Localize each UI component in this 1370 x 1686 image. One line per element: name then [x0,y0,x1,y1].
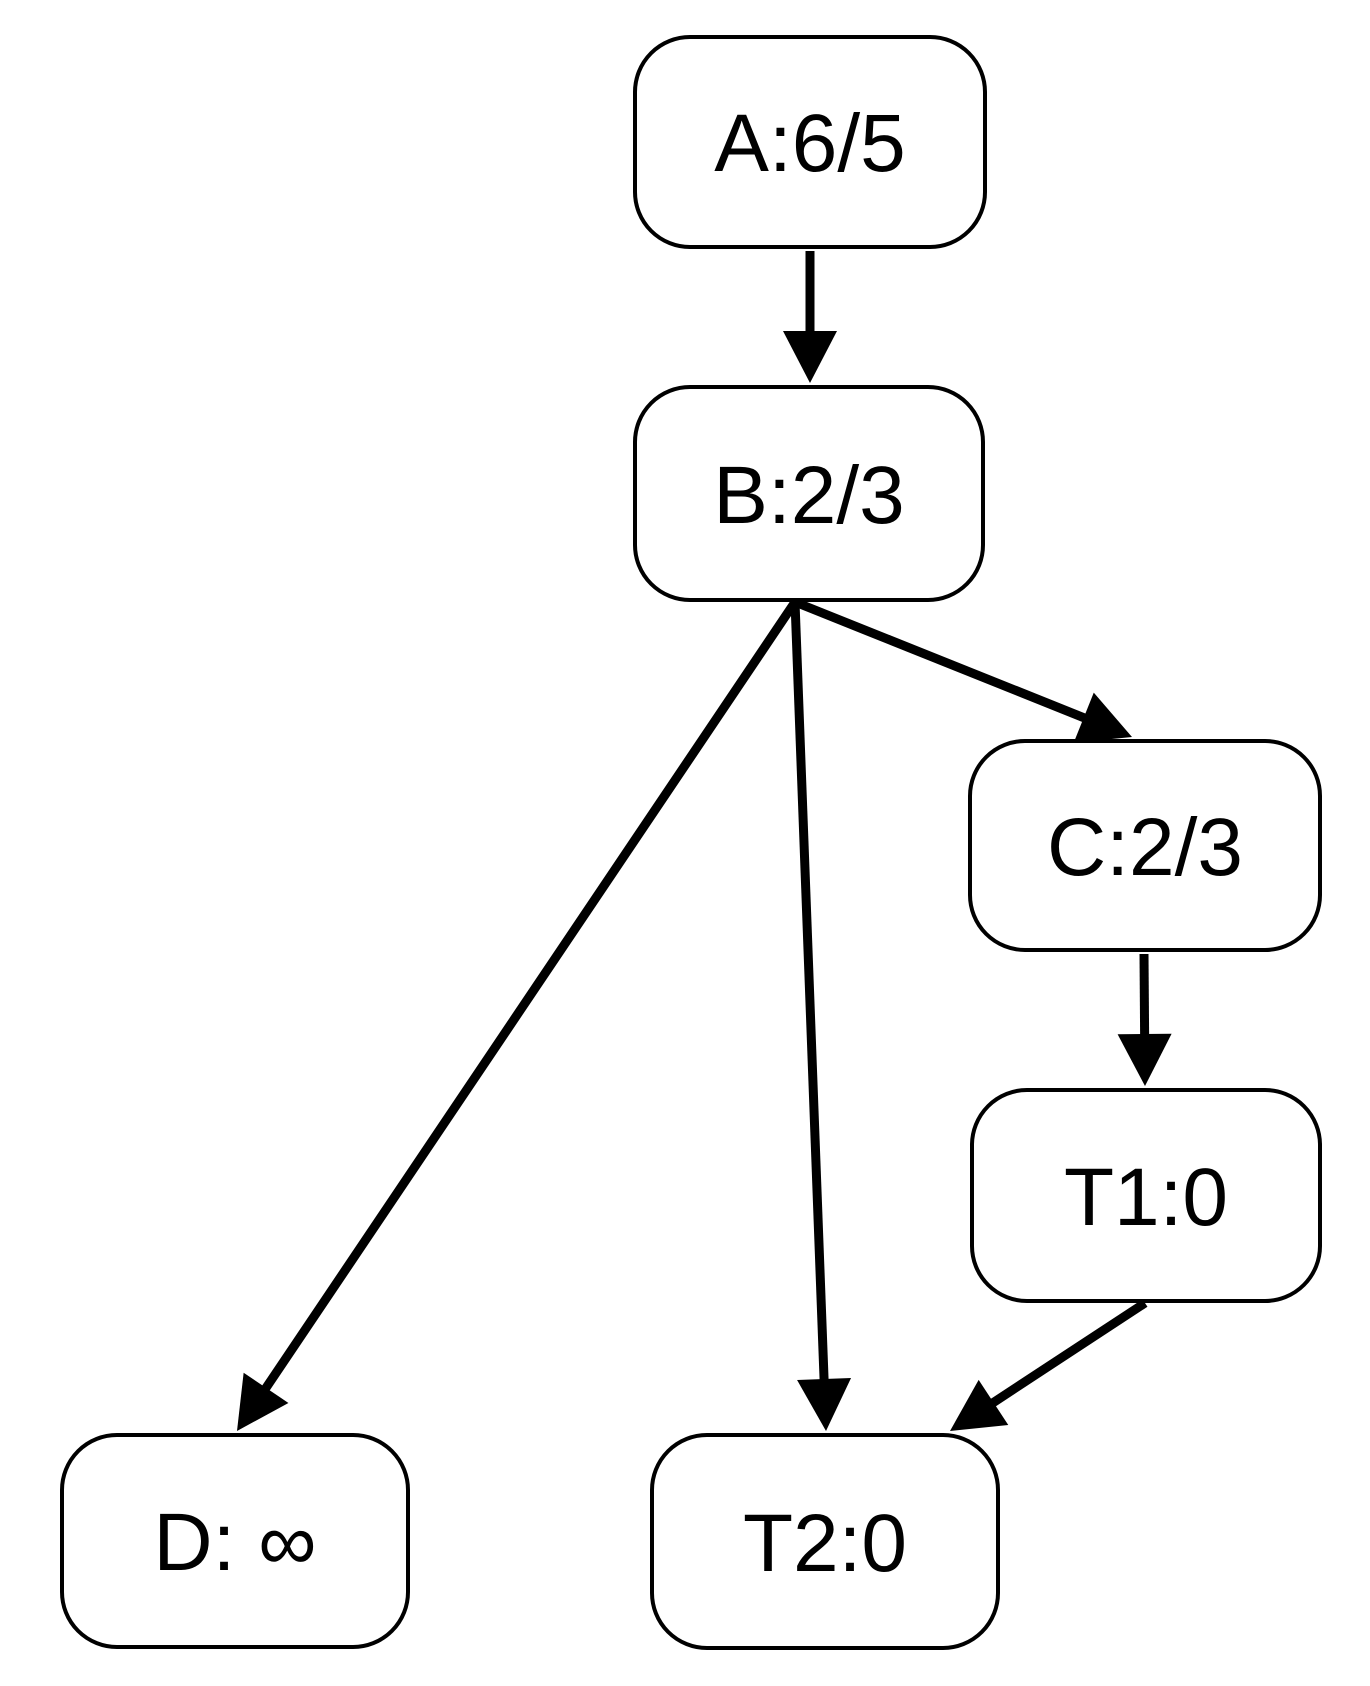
node-A: A:6/5 [633,35,987,249]
arrowhead-icon [950,1379,1009,1431]
edge-line-B-D [261,599,799,1393]
node-label-A: A:6/5 [714,98,906,189]
node-label-B: B:2/3 [713,449,905,541]
edge-C-to-T1 [1117,953,1172,1086]
node-C: C:2/3 [968,739,1322,952]
edge-line-B-C [793,597,1088,723]
edge-line-C-T1 [1139,953,1150,1037]
node-label-C: C:2/3 [1047,801,1243,893]
arrowhead-icon [1117,1033,1172,1086]
arrowhead-icon [797,1378,852,1431]
node-label-D: D: ∞ [153,1497,317,1588]
edge-B-to-D [237,599,799,1431]
edge-B-to-C [793,597,1132,743]
edge-B-to-T2 [790,601,852,1431]
arrowhead-icon [1073,692,1132,743]
arrowhead-icon [237,1372,289,1431]
node-T1: T1:0 [970,1088,1322,1303]
edge-line-T1-T2 [989,1299,1148,1408]
node-label-T1: T1:0 [1063,1151,1229,1243]
node-label-T2: T2:0 [742,1497,908,1589]
node-T2: T2:0 [650,1433,1000,1650]
node-B: B:2/3 [633,385,985,602]
edge-line-B-T2 [790,601,829,1382]
node-D: D: ∞ [60,1433,410,1649]
arrowhead-icon [783,331,837,383]
edge-T1-to-T2 [950,1299,1148,1431]
edge-A-to-B [783,251,837,383]
